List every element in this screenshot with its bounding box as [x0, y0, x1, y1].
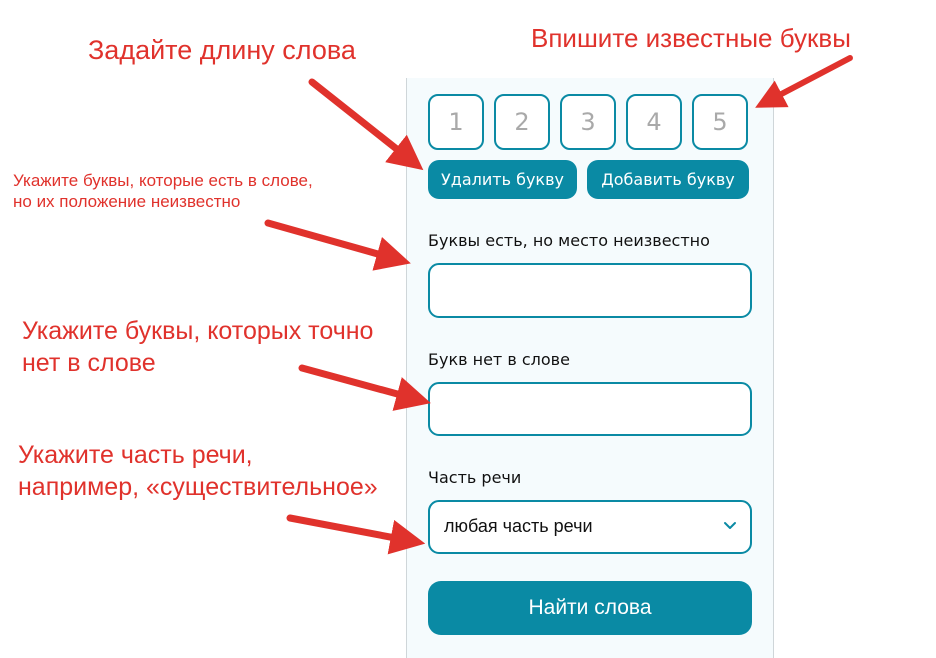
- absent-letters-label: Букв нет в слове: [428, 350, 570, 369]
- annotation-line: нет в слове: [22, 348, 156, 377]
- arrow-icon: [308, 78, 424, 171]
- chevron-down-icon: [724, 522, 736, 529]
- arrow-icon: [286, 514, 426, 555]
- arrow-icon: [264, 219, 411, 271]
- annotation-absent-letters: Укажите буквы, которых точно нет в слове: [22, 316, 380, 380]
- present-letters-label: Буквы есть, но место неизвестно: [428, 231, 710, 250]
- annotation-line: Укажите часть речи,: [18, 441, 253, 469]
- letter-slot-2[interactable]: 2: [494, 94, 550, 150]
- letter-slot-1[interactable]: 1: [428, 94, 484, 150]
- annotation-known-letters: Впишите известные буквы: [531, 23, 851, 53]
- present-letters-input[interactable]: [428, 263, 752, 318]
- annotation-line: Укажите буквы, которые есть в слове,: [13, 171, 313, 190]
- add-letter-button[interactable]: Добавить букву: [587, 160, 749, 199]
- annotation-part-of-speech: Укажите часть речи, например, «существит…: [18, 440, 380, 504]
- annotation-word-length: Задайте длину слова: [88, 35, 356, 65]
- annotation-line: например, «существительное»: [18, 472, 378, 501]
- remove-letter-button[interactable]: Удалить букву: [428, 160, 577, 199]
- part-of-speech-label: Часть речи: [428, 468, 522, 487]
- part-of-speech-select[interactable]: любая часть речи: [428, 500, 752, 554]
- letter-slot-4[interactable]: 4: [626, 94, 682, 150]
- arrow-icon: [298, 364, 431, 411]
- absent-letters-input[interactable]: [428, 382, 752, 436]
- annotation-line: но их положение неизвестно: [13, 192, 241, 212]
- annotation-line: Укажите буквы, которых точно: [22, 317, 374, 345]
- letter-slot-5[interactable]: 5: [692, 94, 748, 150]
- part-of-speech-selected: любая часть речи: [444, 516, 593, 536]
- annotation-present-letters: Укажите буквы, которые есть в слове, но …: [13, 170, 319, 213]
- letter-slot-3[interactable]: 3: [560, 94, 616, 150]
- find-words-button[interactable]: Найти слова: [428, 581, 752, 635]
- arrow-icon: [755, 55, 853, 108]
